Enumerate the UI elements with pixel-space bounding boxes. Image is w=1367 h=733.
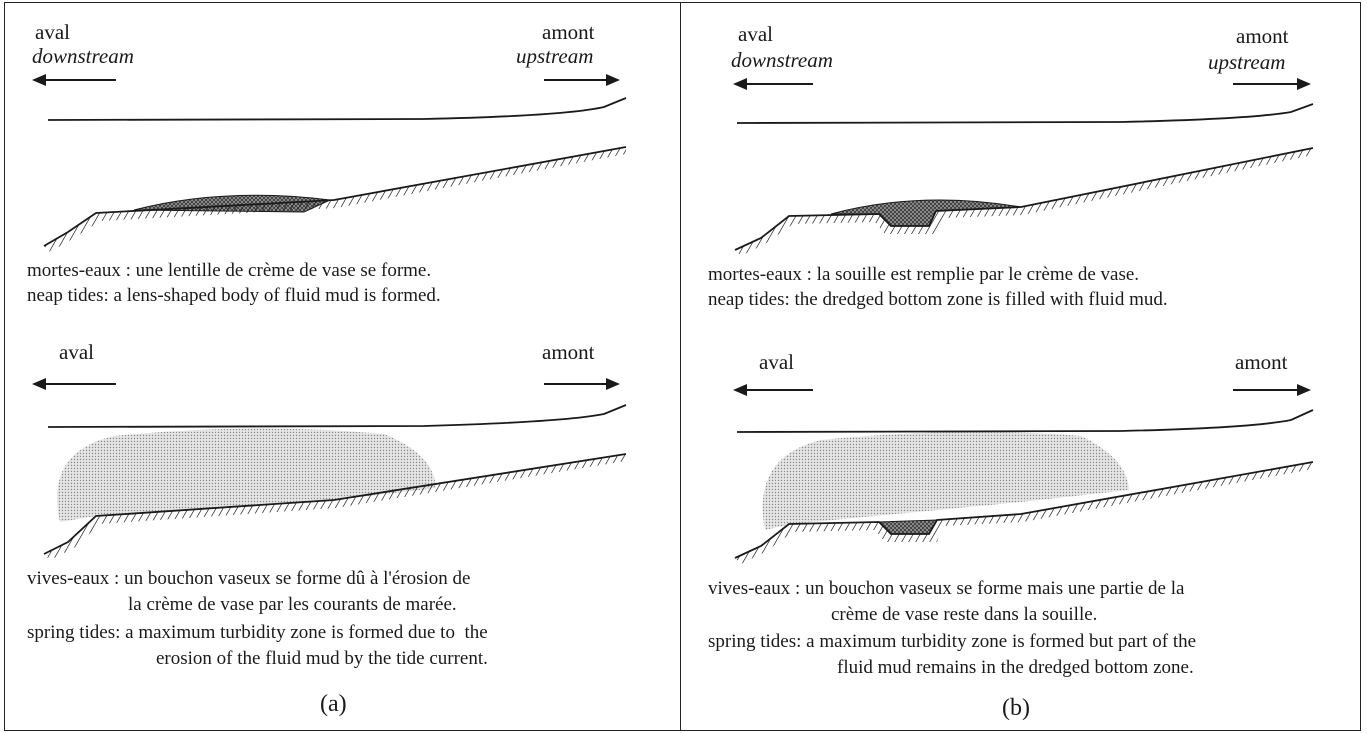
caption-fr-line1: vives-eaux : un bouchon vaseux se forme … <box>708 579 1184 598</box>
amont-label: amont <box>542 342 595 363</box>
panel-a: aval downstream amont upstream mortes-ea… <box>4 2 680 731</box>
upstream-label: upstream <box>1208 52 1285 73</box>
caption-en-line2: fluid mud remains in the dredged bottom … <box>837 658 1194 677</box>
water-surface <box>737 104 1313 123</box>
amont-label: amont <box>542 22 595 43</box>
amont-label: amont <box>1235 352 1288 373</box>
upstream-arrow <box>1233 384 1311 396</box>
riverbed-hatch <box>735 148 1313 256</box>
aval-label: aval <box>759 352 794 373</box>
caption-fr-line2: la crème de vase par les courants de mar… <box>128 595 457 614</box>
water-surface <box>48 405 626 427</box>
riverbed-line <box>44 147 626 246</box>
upstream-arrow <box>1233 78 1311 90</box>
downstream-arrow <box>733 384 813 396</box>
water-surface <box>737 410 1313 432</box>
downstream-arrow <box>32 74 116 86</box>
water-surface <box>48 98 626 120</box>
panel-label: (b) <box>1002 696 1030 720</box>
downstream-label: downstream <box>731 50 833 71</box>
upstream-label: upstream <box>516 46 593 67</box>
amont-label: amont <box>1236 26 1289 47</box>
riverbed-line <box>735 148 1313 250</box>
downstream-label: downstream <box>32 46 134 67</box>
downstream-arrow <box>733 78 813 90</box>
caption-en: neap tides: the dredged bottom zone is f… <box>708 290 1168 309</box>
caption-en: neap tides: a lens-shaped body of fluid … <box>27 286 441 305</box>
caption-fr: mortes-eaux : la souille est remplie par… <box>708 265 1139 284</box>
caption-en-line1: spring tides: a maximum turbidity zone i… <box>27 623 488 642</box>
caption-en-line2: erosion of the fluid mud by the tide cur… <box>156 649 488 668</box>
upstream-arrow <box>544 378 620 390</box>
aval-label: aval <box>59 342 94 363</box>
panel-label: (a) <box>320 692 347 716</box>
panel-b: aval downstream amont upstream mortes-ea… <box>681 2 1361 731</box>
downstream-arrow <box>32 378 116 390</box>
caption-fr-line1: vives-eaux : un bouchon vaseux se forme … <box>27 569 470 588</box>
caption-fr: mortes-eaux : une lentille de crème de v… <box>27 261 431 280</box>
aval-label: aval <box>35 22 70 43</box>
turbidity-zone <box>763 432 1129 530</box>
caption-en-line1: spring tides: a maximum turbidity zone i… <box>708 632 1196 651</box>
upstream-arrow <box>544 74 620 86</box>
caption-fr-line2: crème de vase reste dans la souille. <box>831 605 1097 624</box>
aval-label: aval <box>738 24 773 45</box>
